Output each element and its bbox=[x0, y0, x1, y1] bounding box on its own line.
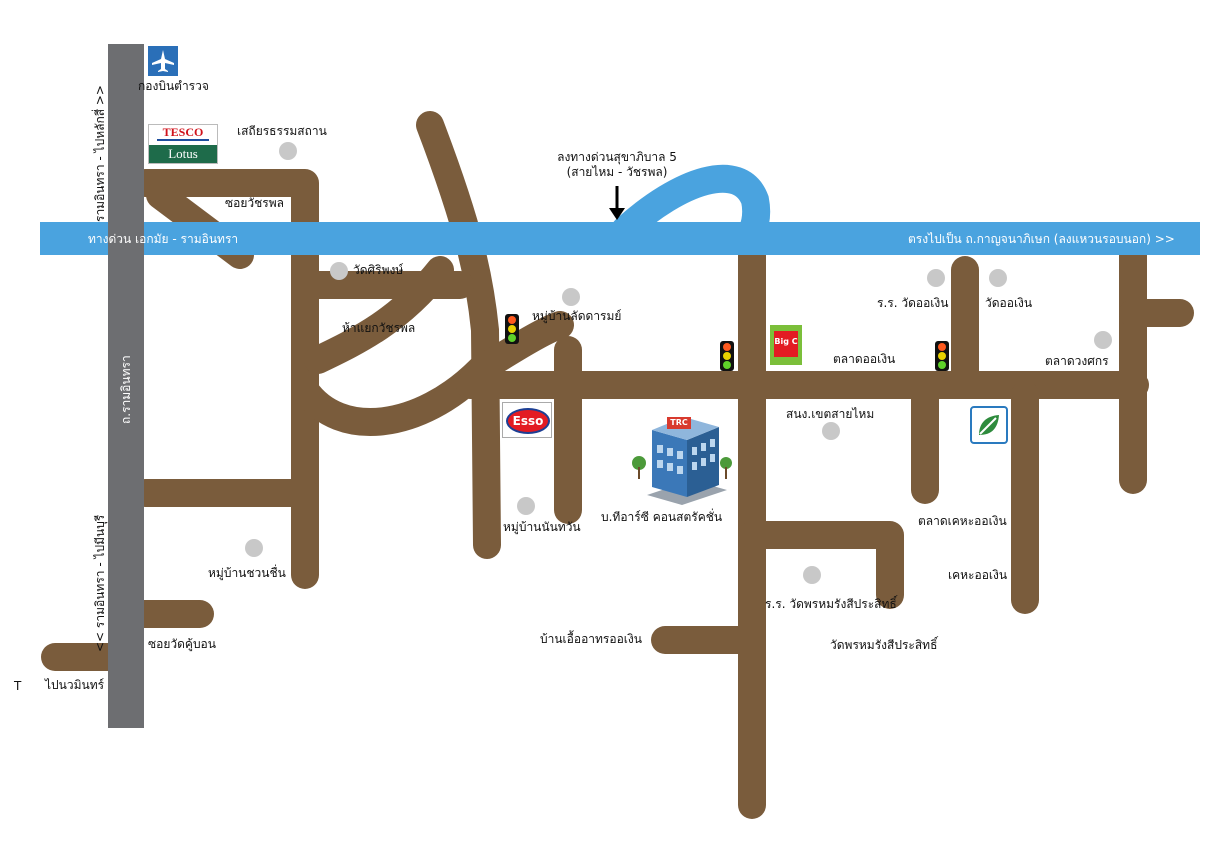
expressway-label-left: ทางด่วน เอกมัย - รามอินทรา bbox=[88, 232, 239, 246]
label-sor-nor-ngor: สนง.เขตสายไหม bbox=[786, 407, 875, 421]
poi-talat-duang-sakon bbox=[1094, 331, 1112, 349]
label-ban-uea-athon: บ้านเอื้ออาทรออเงิน bbox=[540, 632, 642, 646]
label-mu-ban-nanthawan: หมู่บ้านนันทวัน bbox=[503, 520, 581, 534]
esso-logo-text: Esso bbox=[506, 408, 550, 434]
label-wat-phrom: วัดพรหมรังสีประสิทธิ์ bbox=[830, 638, 938, 652]
traffic-light-icon bbox=[720, 341, 734, 371]
poi-rr-wat-phrom bbox=[803, 566, 821, 584]
poi-mu-ban-ladda bbox=[562, 288, 580, 306]
ramintra-to-minburi-label: << รามอินทรา - ไปมีนบุรี bbox=[93, 514, 107, 652]
label-kheha: เคหะออเงิน bbox=[948, 568, 1008, 582]
airplane-icon bbox=[148, 46, 178, 76]
label-rr-wat-o-ngoen: ร.ร. วัดออเงิน bbox=[877, 296, 949, 310]
police-airfield-label: กองบินตำรวจ bbox=[138, 79, 209, 93]
poi-mu-ban-nanthawan bbox=[517, 497, 535, 515]
bangchak-logo bbox=[970, 406, 1008, 444]
ramintra-road bbox=[108, 44, 144, 728]
esso-logo: Esso bbox=[502, 402, 552, 438]
label-talat-kheha: ตลาดเคหะออเงิน bbox=[918, 514, 1007, 528]
label-mu-ban-suan-chuen: หมู่บ้านชวนชื่น bbox=[208, 566, 286, 580]
label-wat-o-ngoen: วัดออเงิน bbox=[985, 296, 1033, 310]
label-pai-nawamin: ไปนวมินทร์ bbox=[45, 678, 105, 692]
trc-sign: TRC bbox=[667, 417, 691, 429]
expressway-label-right: ตรงไปเป็น ถ.กาญจนาภิเษก (ลงแหวนรอบนอก) >… bbox=[908, 232, 1175, 246]
tesco-lotus-logo: TESCO Lotus bbox=[148, 124, 218, 164]
poi-wat-o-ngoen bbox=[989, 269, 1007, 287]
label-soi-wat-ku-bon: ซอยวัดคู้บอน bbox=[148, 637, 216, 651]
poi-sathian bbox=[279, 142, 297, 160]
bigc-logo: Big C bbox=[770, 325, 802, 365]
poi-sor-nor-ngor bbox=[822, 422, 840, 440]
poi-mu-ban-suan-chuen bbox=[245, 539, 263, 557]
ramintra-to-laksi-label: รามอินทรา - ไปหลักสี่ >> bbox=[93, 85, 107, 222]
road-soi-watcharaphon bbox=[131, 169, 319, 589]
road-sathian-diagonal bbox=[416, 111, 501, 559]
label-company: บ.ทีอาร์ซี คอนสตรัคชั่น bbox=[601, 510, 723, 524]
road-south-spur bbox=[738, 521, 904, 609]
lotus-logo-text: Lotus bbox=[149, 145, 217, 163]
label-mu-ban-ladda: หมู่บ้านลัดดารมย์ bbox=[532, 309, 622, 323]
label-sathian: เสถียรธรรมสถาน bbox=[237, 124, 327, 138]
minor-roads bbox=[41, 111, 1194, 819]
traffic-light-icon bbox=[505, 314, 519, 344]
expressway bbox=[40, 222, 1200, 255]
label-rr-wat-phrom: ร.ร. วัดพรหมรังสีประสิทธิ์ bbox=[765, 597, 897, 611]
traffic-light-icon bbox=[935, 341, 949, 371]
tesco-logo-text: TESCO bbox=[162, 125, 204, 139]
expressway-exit-loop bbox=[611, 164, 771, 246]
label-talat-duang-sakon: ตลาดวงศกร bbox=[1045, 354, 1109, 368]
poi-rr-wat-o-ngoen bbox=[927, 269, 945, 287]
bigc-logo-text: Big C bbox=[774, 337, 798, 346]
label-talat-o-ngoen: ตลาดออเงิน bbox=[833, 352, 896, 366]
stray-letter: T bbox=[14, 679, 22, 693]
label-ha-yaek-watcharaphon: ห้าแยกวัชรพล bbox=[342, 321, 416, 335]
exit-arrow bbox=[609, 186, 625, 220]
exit-label-line1: ลงทางด่วนสุขาภิบาล 5 bbox=[557, 150, 677, 164]
exit-label-line2: (สายไหม - วัชรพล) bbox=[566, 165, 668, 179]
poi-wat-siriphong bbox=[330, 262, 348, 280]
road-curve-to-main bbox=[291, 311, 574, 436]
label-soi-watcharaphon: ซอยวัชรพล bbox=[225, 196, 284, 210]
trc-building-icon: TRC bbox=[627, 405, 737, 505]
ramintra-road-label: ถ.รามอินทรา bbox=[119, 355, 133, 424]
label-wat-siriphong: วัดศิริพงษ์ bbox=[353, 263, 404, 277]
